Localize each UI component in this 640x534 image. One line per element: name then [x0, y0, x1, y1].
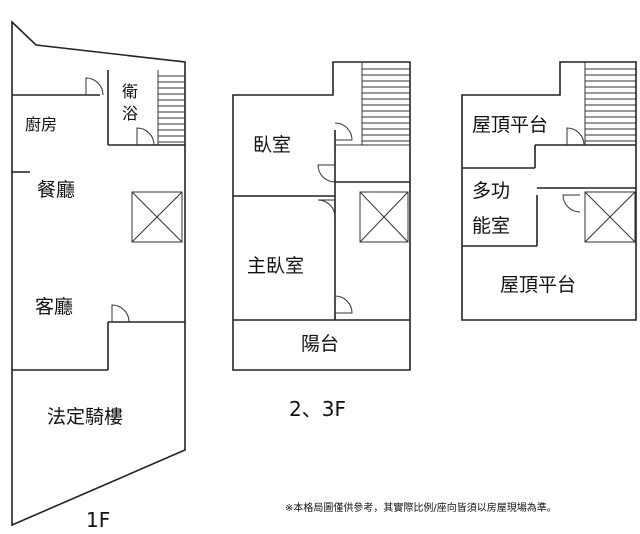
room-dining: 餐廳 [37, 179, 75, 201]
stairs-roof [584, 62, 636, 145]
door-roof-terrace [566, 127, 585, 146]
floor-2-3f: 臥室 主臥室 陽台 2、3F [232, 61, 411, 421]
void-2f [359, 191, 409, 243]
door-2f-hall [317, 164, 336, 183]
floor-1f: 廚房 衛 浴 餐廳 客廳 法定騎樓 1F [11, 20, 186, 532]
door-1f-living [111, 304, 130, 323]
void-1f [131, 191, 183, 243]
room-bath-line1: 衛 [122, 82, 138, 101]
door-roof-multi [562, 194, 581, 213]
door-2f-bedroom [334, 122, 353, 141]
room-multi-line1: 多功 [472, 180, 510, 202]
room-master-bedroom: 主臥室 [247, 255, 304, 277]
floor-roof: 屋頂平台 多功 能室 屋頂平台 [461, 61, 637, 321]
room-roof-terrace-bottom: 屋頂平台 [500, 274, 576, 296]
room-living: 客廳 [35, 296, 73, 318]
void-roof [584, 191, 636, 243]
room-arcade: 法定騎樓 [47, 406, 123, 428]
door-1f-kitchen [85, 77, 104, 96]
room-multi-line2: 能室 [472, 215, 510, 237]
door-2f-master [317, 199, 336, 218]
room-bedroom: 臥室 [253, 134, 291, 156]
disclaimer-note: ※本格局圖僅供參考，其實際比例/座向皆須以房屋現場為準。 [285, 501, 557, 514]
stairs-2f [335, 62, 410, 146]
roof-outline [461, 61, 637, 321]
2f-outline [232, 61, 411, 371]
door-1f-bath [136, 127, 155, 146]
room-bath-line2: 浴 [122, 104, 138, 123]
1f-outline [11, 20, 186, 527]
caption-1f: 1F [86, 508, 110, 532]
caption-2-3f: 2、3F [289, 397, 346, 421]
stairs-1f [157, 70, 185, 145]
room-roof-terrace-top: 屋頂平台 [472, 114, 548, 136]
door-2f-balcony [334, 295, 353, 314]
room-kitchen: 廚房 [25, 115, 57, 134]
room-balcony: 陽台 [301, 333, 339, 355]
